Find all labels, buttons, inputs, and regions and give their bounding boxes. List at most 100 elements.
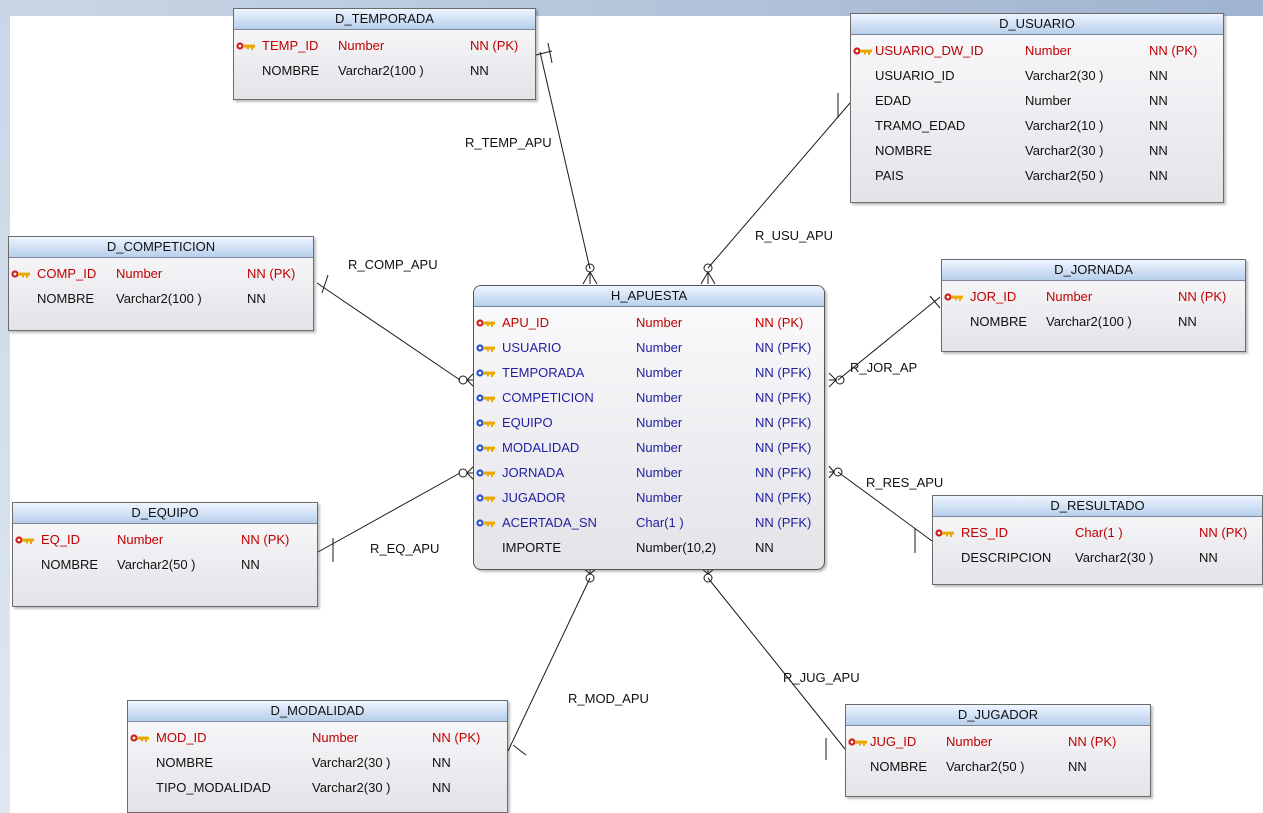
- column-type: Varchar2(30 ): [312, 755, 391, 770]
- column-name: JUG_ID: [870, 734, 917, 749]
- entity-title: D_TEMPORADA: [234, 9, 535, 30]
- column-constraint: NN (PK): [432, 730, 481, 745]
- column-constraint: NN (PK): [755, 315, 804, 330]
- foreign-key-icon: [476, 444, 495, 452]
- column-constraint: NN: [432, 755, 451, 770]
- foreign-key-icon: [476, 519, 495, 527]
- column-constraint: NN: [1149, 143, 1168, 158]
- column-type: Number: [636, 340, 683, 355]
- column-name: USUARIO_ID: [875, 68, 955, 83]
- column-constraint: NN: [1149, 118, 1168, 133]
- column-type: Varchar2(50 ): [1025, 168, 1104, 183]
- column-type: Number: [1025, 43, 1072, 58]
- column-name: EDAD: [875, 93, 912, 108]
- column-type: Varchar2(100 ): [338, 63, 424, 78]
- relation-temp-apu-line: [535, 42, 598, 285]
- column-constraint: NN (PFK): [755, 365, 812, 380]
- column-constraint: NN: [1178, 314, 1197, 329]
- column-constraint: NN (PK): [470, 38, 519, 53]
- column-name: JORNADA: [502, 465, 565, 480]
- column-type: Number: [636, 365, 683, 380]
- column-type: Varchar2(50 ): [946, 759, 1025, 774]
- relation-label-mod: R_MOD_APU: [568, 691, 649, 706]
- relation-jug-apu-line: [700, 567, 846, 760]
- column-constraint: NN (PFK): [755, 415, 812, 430]
- foreign-key-icon: [476, 494, 495, 502]
- column-constraint: NN (PFK): [755, 390, 812, 405]
- column-name: EQUIPO: [502, 415, 553, 430]
- column-type: Char(1 ): [1075, 525, 1123, 540]
- relation-jor-ap-line: [828, 295, 941, 388]
- column-constraint: NN: [1199, 550, 1218, 565]
- relation-label-jug: R_JUG_APU: [783, 670, 860, 685]
- column-constraint: NN (PK): [1199, 525, 1248, 540]
- column-type: Varchar2(30 ): [1025, 68, 1104, 83]
- column-type: Number: [1046, 289, 1093, 304]
- primary-key-icon: [130, 734, 149, 742]
- column-type: Varchar2(10 ): [1025, 118, 1104, 133]
- column-constraint: NN (PK): [1178, 289, 1227, 304]
- column-name: NOMBRE: [37, 291, 95, 306]
- column-name: MODALIDAD: [502, 440, 580, 455]
- column-type: Number: [338, 38, 385, 53]
- column-name: USUARIO: [502, 340, 562, 355]
- foreign-key-icon: [476, 469, 495, 477]
- column-type: Number: [636, 315, 683, 330]
- column-name: NOMBRE: [970, 314, 1028, 329]
- column-name: NOMBRE: [262, 63, 320, 78]
- column-constraint: NN: [1149, 93, 1168, 108]
- relation-usu-apu-line: [700, 93, 851, 285]
- column-name: COMP_ID: [37, 266, 97, 281]
- column-name: TIPO_MODALIDAD: [156, 780, 271, 795]
- relation-label-comp: R_COMP_APU: [348, 257, 438, 272]
- entity-title: D_USUARIO: [851, 14, 1223, 35]
- relation-eq-apu-line: [317, 465, 475, 562]
- column-type: Varchar2(100 ): [116, 291, 202, 306]
- column-type: Number: [636, 440, 683, 455]
- column-type: Number: [116, 266, 163, 281]
